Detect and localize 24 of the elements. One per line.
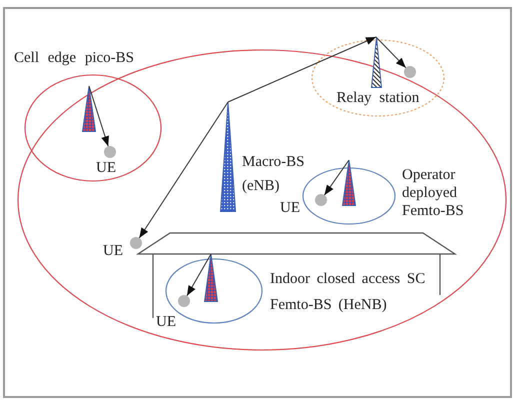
node-label: Indoor closed access SC Femto-BS (HeNB) <box>270 270 426 315</box>
node-label: UE <box>103 243 123 260</box>
antenna-tower-icon <box>342 160 356 206</box>
antenna-tower-icon <box>204 254 218 302</box>
node-label: UE <box>280 200 300 217</box>
node-label: UE <box>156 314 176 331</box>
dot-icon <box>130 237 142 249</box>
node-label: Operator deployed Femto-BS <box>402 166 465 220</box>
node-label: Relay station <box>336 90 420 107</box>
arrow <box>138 102 228 238</box>
antenna-tower-icon <box>370 37 382 88</box>
node-label: UE <box>96 160 116 177</box>
node-label: Cell edge pico-BS <box>14 50 134 67</box>
arrow <box>186 254 212 296</box>
antenna-tower-icon <box>82 86 96 132</box>
dot-icon <box>104 146 116 158</box>
dot-icon <box>315 194 327 206</box>
arrow <box>376 36 406 68</box>
node-label: Macro-BS (eNB) <box>242 153 306 196</box>
arrow <box>88 86 109 147</box>
dot-icon <box>404 66 416 78</box>
dot-icon <box>178 295 190 307</box>
antenna-tower-icon <box>220 102 236 212</box>
arrow <box>228 36 376 102</box>
